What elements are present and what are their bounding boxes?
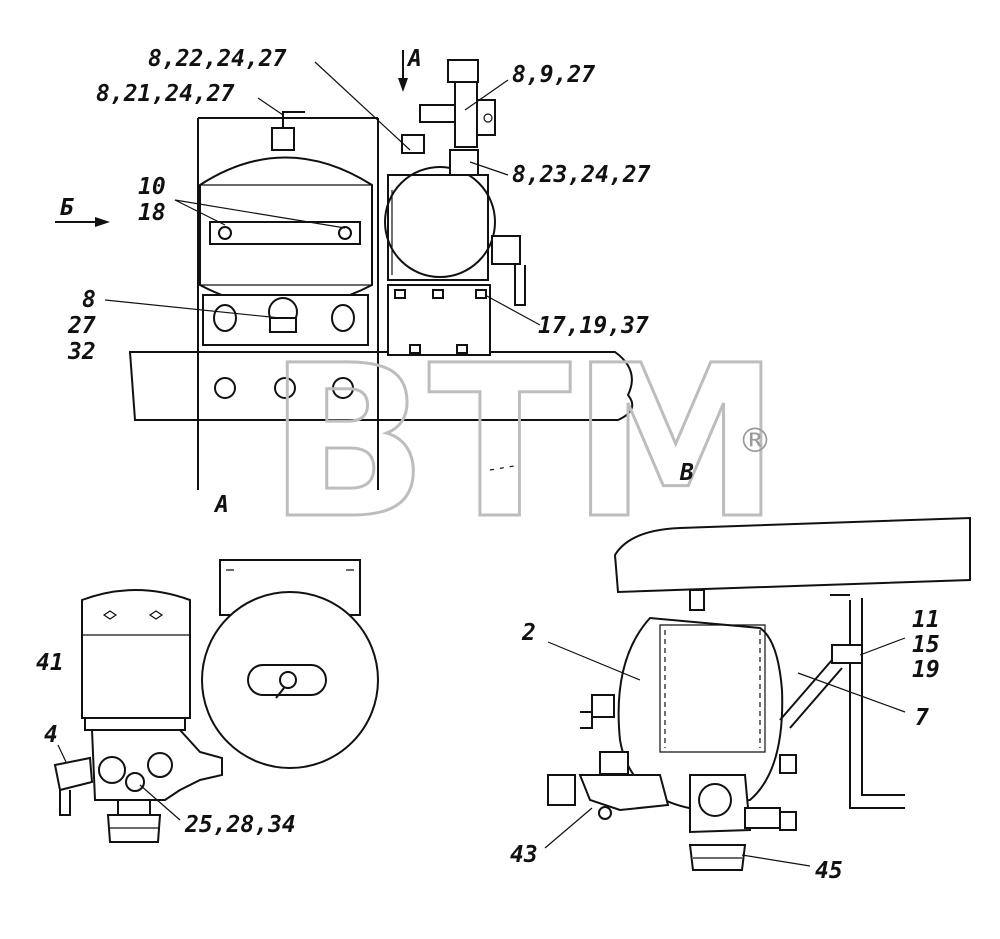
view-label-b: Б [60, 195, 74, 221]
callout-10: 10 [138, 174, 166, 200]
callout-27: 27 [67, 313, 96, 339]
air-dryer-cartridge [81, 589, 191, 719]
callout-25-28-34: 25,28,34 [184, 812, 296, 838]
callout-17-19-37: 17,19,37 [538, 313, 649, 339]
strap-bolt [218, 226, 232, 240]
valve-stem [454, 81, 478, 148]
callout-18: 18 [138, 200, 166, 226]
watermark-text: BTM [268, 320, 780, 565]
view-label-a-top: А [406, 46, 422, 72]
dryer-assembly [53, 559, 379, 843]
side-view-assembly [547, 516, 971, 871]
callout-32: 32 [67, 339, 96, 365]
frame-side-rail [613, 516, 971, 594]
frame-bracket [197, 117, 379, 490]
callout-4: 4 [44, 722, 58, 748]
strap-bolt [338, 226, 352, 240]
callout-8: 8 [82, 287, 96, 313]
tank-strap [209, 221, 361, 245]
view-label-a-bottom: А [213, 492, 229, 518]
callout-8-21-24-27: 8,21,24,27 [96, 81, 235, 107]
callout-43: 43 [510, 842, 538, 868]
callout-45: 45 [815, 858, 843, 884]
top-assembly [55, 50, 634, 490]
view-label-v: В [679, 460, 694, 486]
bottom-left-leaders [57, 744, 181, 821]
top-leaders [104, 61, 541, 326]
callout-41: 41 [36, 650, 64, 676]
bottom-right-leaders [544, 637, 906, 867]
callout-8-22-24-27: 8,22,24,27 [148, 46, 287, 72]
watermark-registered: ® [738, 421, 772, 461]
elbow-fitting [282, 111, 305, 128]
callout-19: 19 [912, 657, 940, 683]
callout-8-9-27: 8,9,27 [512, 62, 595, 88]
callout-7: 7 [915, 705, 929, 731]
frame-crossmember [128, 351, 634, 421]
callout-11: 11 [912, 607, 940, 633]
callout-15: 15 [912, 632, 940, 658]
callout-8-23-24-27: 8,23,24,27 [512, 162, 651, 188]
support-bracket [849, 598, 905, 809]
callout-2: 2 [521, 620, 536, 646]
valve-body-round [384, 166, 496, 278]
